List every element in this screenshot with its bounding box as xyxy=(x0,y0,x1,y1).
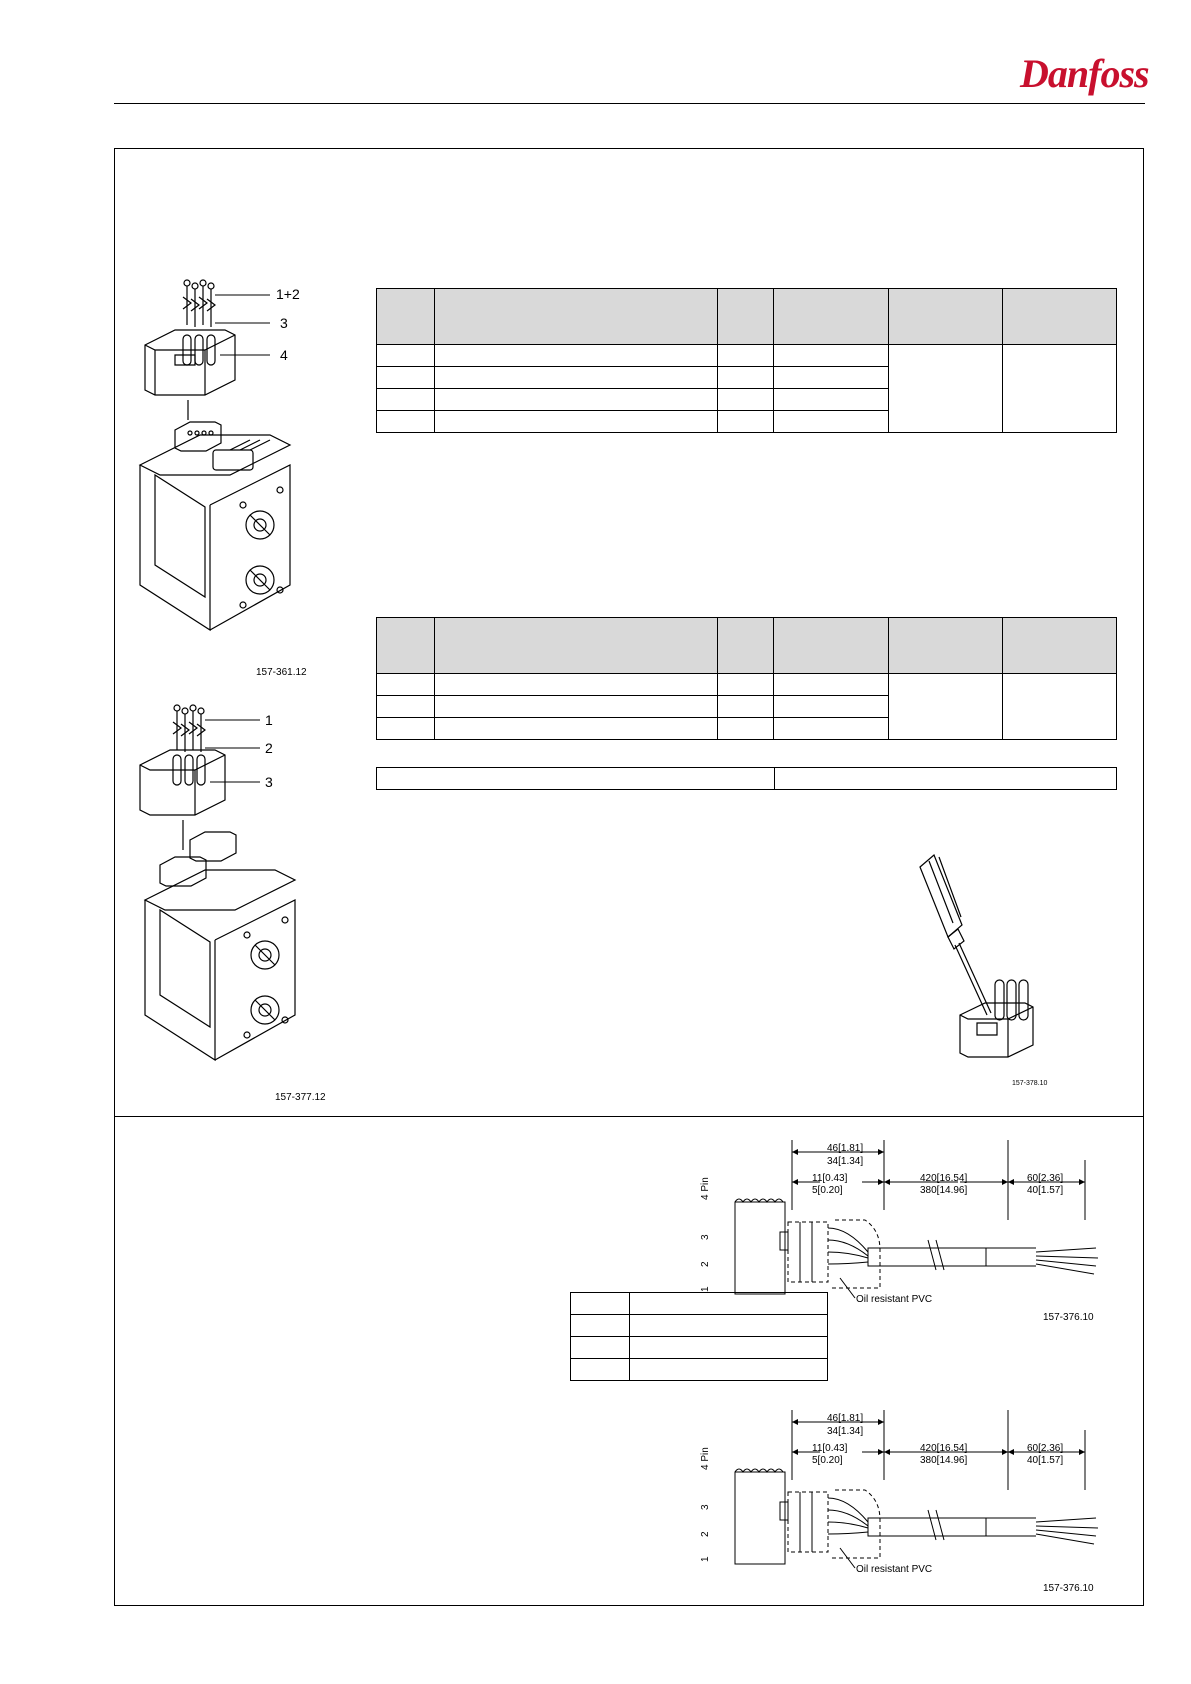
d1-pin-3: 3 xyxy=(700,1234,711,1240)
table-row xyxy=(376,673,1118,740)
screwdriver-figure-caption: 157-378.10 xyxy=(1012,1080,1048,1087)
upper-figure-caption: 157-361.12 xyxy=(256,667,307,678)
d1-dim-5: 5[0.20] xyxy=(812,1185,843,1196)
lower-connector-illustration xyxy=(139,704,297,1062)
d1-pin-4: 4 Pin xyxy=(700,1177,711,1200)
d1-dim-60: 60[2.36] xyxy=(1027,1173,1064,1184)
d1-dim-380: 380[14.96] xyxy=(920,1185,968,1196)
pin-table xyxy=(570,1292,829,1381)
content-frame xyxy=(114,148,1144,1606)
d2-caption: 157-376.10 xyxy=(1043,1583,1094,1594)
lower-spec-table xyxy=(376,617,1118,740)
screwdriver-illustration xyxy=(919,853,1034,1058)
d1-dim-46: 46[1.81] xyxy=(827,1143,864,1154)
d2-dim-420: 420[16.54] xyxy=(920,1443,968,1454)
d1-dim-11: 11[0.43] xyxy=(812,1173,848,1184)
d2-material-note: Oil resistant PVC xyxy=(856,1564,933,1575)
d2-pin-4: 4 Pin xyxy=(700,1447,711,1470)
table-row xyxy=(570,1336,829,1359)
d2-dim-5: 5[0.20] xyxy=(812,1455,843,1466)
upper-connector-illustration xyxy=(138,279,292,632)
d2-dim-40: 40[1.57] xyxy=(1027,1455,1064,1466)
table-row xyxy=(570,1358,829,1381)
lower-figure-caption: 157-377.12 xyxy=(275,1092,326,1103)
section-divider xyxy=(114,1116,1144,1117)
table-header-row xyxy=(376,288,1118,345)
d2-dim-380: 380[14.96] xyxy=(920,1455,968,1466)
d1-dim-34: 34[1.34] xyxy=(827,1156,864,1167)
cable-drawing-1 xyxy=(734,1140,1099,1299)
header-rule xyxy=(114,103,1145,104)
upper-spec-table xyxy=(376,288,1118,433)
d2-dim-11: 11[0.43] xyxy=(812,1443,848,1454)
table-row xyxy=(376,695,1117,718)
footnote-table xyxy=(376,767,1118,790)
d2-dim-46: 46[1.81] xyxy=(827,1413,864,1424)
d1-dim-40: 40[1.57] xyxy=(1027,1185,1064,1196)
d2-pin-3: 3 xyxy=(700,1504,711,1510)
d1-dim-420: 420[16.54] xyxy=(920,1173,968,1184)
danfoss-logo: Danfoss xyxy=(1020,51,1150,96)
table-row xyxy=(376,388,1117,411)
upper-callout-2: 3 xyxy=(280,315,288,331)
d1-material-note: Oil resistant PVC xyxy=(856,1294,933,1305)
upper-callout-1: 1+2 xyxy=(276,286,300,302)
d2-pin-2: 2 xyxy=(700,1531,711,1537)
lower-callout-3: 3 xyxy=(265,774,273,790)
upper-callout-3: 4 xyxy=(280,347,288,363)
d2-dim-60: 60[2.36] xyxy=(1027,1443,1064,1454)
table-row xyxy=(376,767,1118,790)
cable-drawing-2 xyxy=(734,1410,1099,1569)
d1-pin-1: 1 xyxy=(700,1286,711,1292)
lower-callout-1: 1 xyxy=(265,712,273,728)
d2-pin-1: 1 xyxy=(700,1556,711,1562)
table-row xyxy=(376,717,1117,740)
table-row xyxy=(376,344,1118,433)
d1-caption: 157-376.10 xyxy=(1043,1312,1094,1323)
d2-dim-34: 34[1.34] xyxy=(827,1426,864,1437)
table-row xyxy=(376,410,1117,433)
d1-pin-2: 2 xyxy=(700,1261,711,1267)
lower-callout-2: 2 xyxy=(265,740,273,756)
table-header-row xyxy=(376,617,1118,674)
